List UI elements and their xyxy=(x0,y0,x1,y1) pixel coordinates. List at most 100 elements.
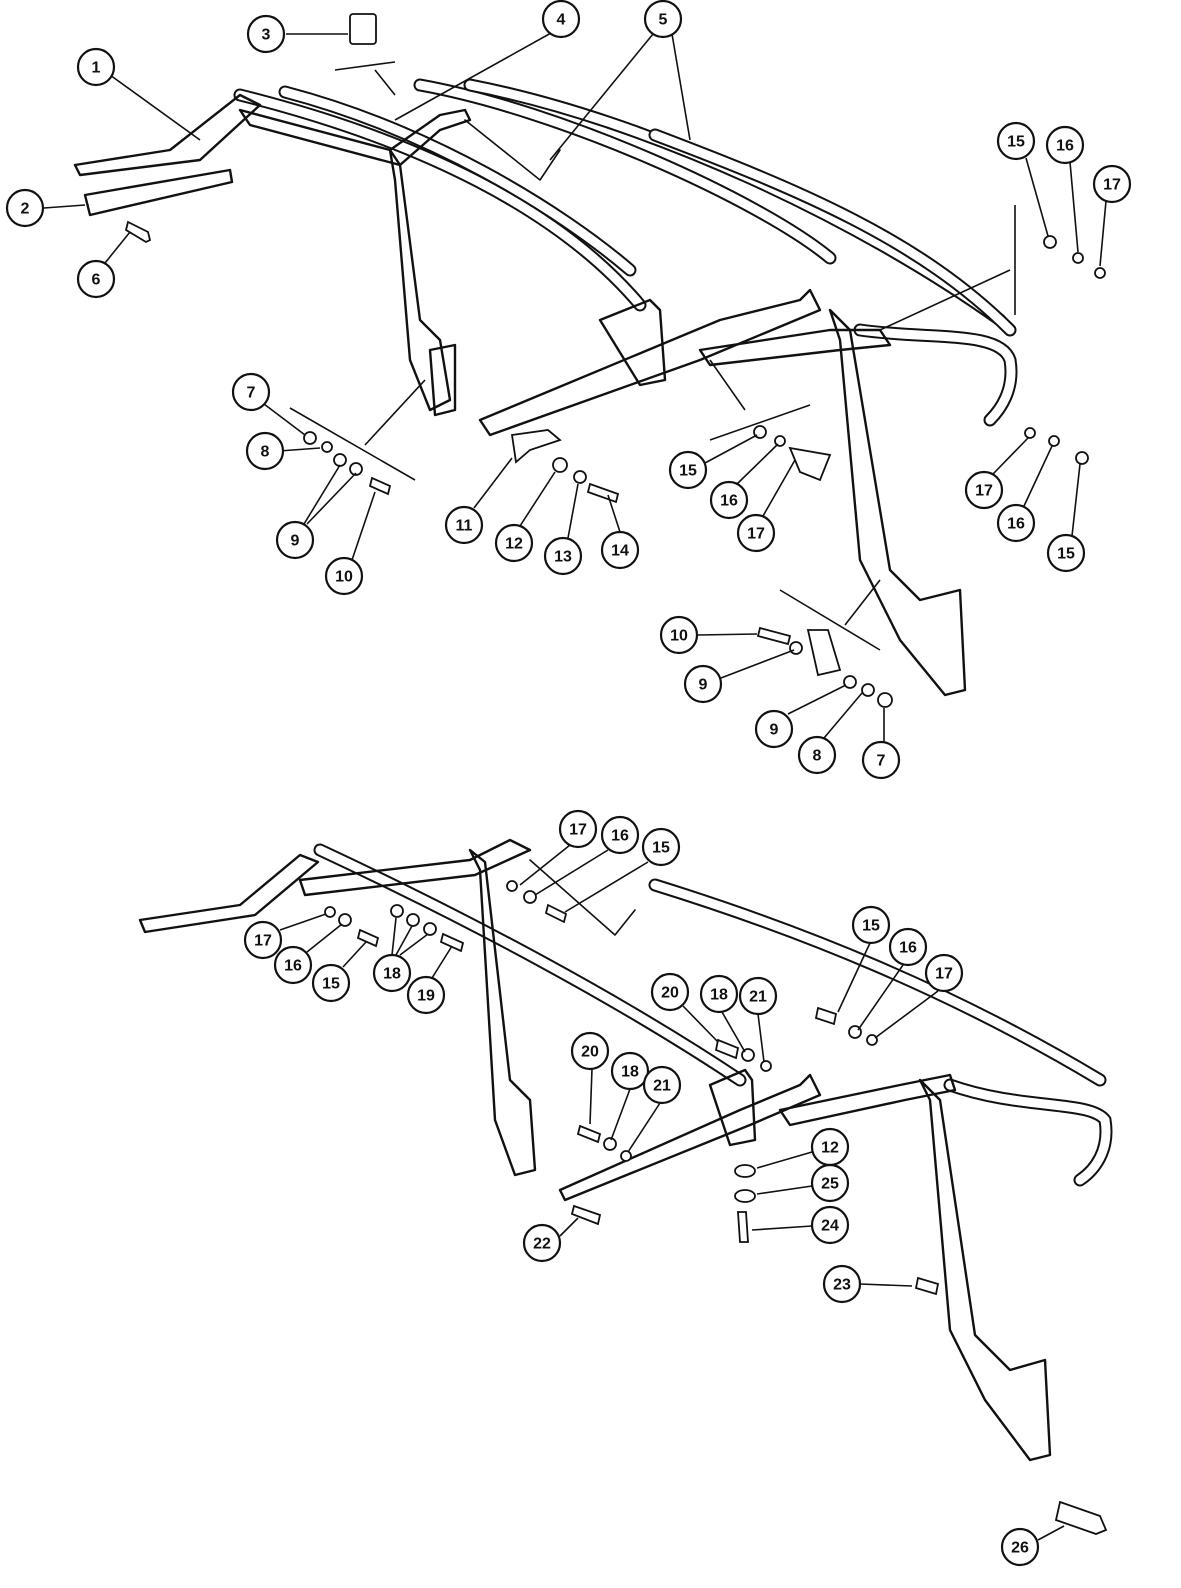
callout-number: 1 xyxy=(92,60,101,77)
callout-number: 17 xyxy=(747,526,765,543)
callout-circle xyxy=(444,505,484,545)
callout-7: 7 xyxy=(861,740,901,780)
callout-circle xyxy=(522,1223,562,1263)
part-17-clip xyxy=(506,880,518,892)
callout-17: 17 xyxy=(736,513,776,553)
callout-18: 18 xyxy=(610,1051,650,1091)
bottom-assembly xyxy=(138,838,1113,1541)
part-24-bolt xyxy=(737,1211,749,1243)
callout-5: 5 xyxy=(643,0,683,39)
top-assembly xyxy=(43,13,1107,742)
part-18-nut xyxy=(603,1137,617,1151)
part-10-bolt xyxy=(756,626,792,646)
callout-circle xyxy=(668,450,708,490)
callout-9: 9 xyxy=(275,520,315,560)
callout-circle xyxy=(699,974,739,1014)
callout-number: 12 xyxy=(505,536,523,553)
callout-17: 17 xyxy=(924,953,964,993)
callout-23: 23 xyxy=(822,1264,862,1304)
callout-circle xyxy=(543,536,583,576)
callout-16: 16 xyxy=(273,945,313,985)
callout-6: 6 xyxy=(76,259,116,299)
callout-number: 9 xyxy=(770,722,779,739)
callout-number: 15 xyxy=(1007,134,1025,151)
part-17-clip xyxy=(788,446,832,482)
left-main-pillar xyxy=(388,148,452,412)
callout-circle xyxy=(822,1264,862,1304)
callout-circle xyxy=(736,513,776,553)
callout-circle xyxy=(924,953,964,993)
callout-19: 19 xyxy=(406,975,446,1015)
part-10-plate xyxy=(806,629,842,677)
callout-16: 16 xyxy=(600,815,640,855)
part-7-nut xyxy=(877,692,893,708)
callout-21: 21 xyxy=(738,976,778,1016)
part-8-washer xyxy=(861,683,875,697)
left-upper-linkage xyxy=(238,108,472,167)
callout-22: 22 xyxy=(522,1223,562,1263)
part-11-bracket xyxy=(510,429,562,464)
lower-left-link-arm xyxy=(529,859,636,936)
callout-number: 18 xyxy=(710,987,728,1004)
part-9-washer xyxy=(843,675,857,689)
callout-15: 15 xyxy=(1046,533,1086,573)
lower-right-center-link xyxy=(778,1073,957,1127)
callout-16: 16 xyxy=(996,503,1036,543)
callout-circle xyxy=(76,47,116,87)
lower-right-front-bracket xyxy=(708,1068,757,1147)
callout-circle xyxy=(610,1051,650,1091)
callout-number: 12 xyxy=(821,1140,839,1157)
callout-24: 24 xyxy=(810,1205,850,1245)
callout-number: 17 xyxy=(935,966,953,983)
callout-circle xyxy=(643,0,683,39)
callout-15: 15 xyxy=(996,121,1036,161)
callout-10: 10 xyxy=(324,556,364,596)
callout-circle xyxy=(275,520,315,560)
callout-number: 9 xyxy=(699,677,708,694)
right-main-pillar xyxy=(828,308,967,697)
part-17-clip xyxy=(1024,427,1036,439)
part-9-washer xyxy=(789,641,803,655)
callout-number: 23 xyxy=(833,1277,851,1294)
part-18-nut xyxy=(423,922,437,936)
callout-number: 17 xyxy=(569,822,587,839)
lower-bow-tube-front xyxy=(315,845,745,1085)
callout-9: 9 xyxy=(754,709,794,749)
callout-number: 6 xyxy=(92,272,101,289)
callout-number: 2 xyxy=(21,201,30,218)
callout-circle xyxy=(245,431,285,471)
bow-tube-rear-outer xyxy=(650,130,1015,335)
callout-20: 20 xyxy=(570,1031,610,1071)
right-side-rail xyxy=(478,288,822,437)
callout-number: 13 xyxy=(554,549,572,566)
callout-number: 5 xyxy=(659,12,668,29)
callout-circle xyxy=(964,470,1004,510)
callout-number: 8 xyxy=(261,444,270,461)
part-16-washer xyxy=(1072,252,1084,264)
callout-12: 12 xyxy=(810,1127,850,1167)
callout-4: 4 xyxy=(541,0,581,39)
callout-circle xyxy=(406,975,446,1015)
callout-circle xyxy=(1046,533,1086,573)
part-15-bolt xyxy=(356,928,380,948)
callout-17: 17 xyxy=(1092,164,1132,204)
left-lower-rail xyxy=(83,168,234,217)
callout-number: 9 xyxy=(291,533,300,550)
callout-number: 4 xyxy=(557,12,566,29)
callout-circle xyxy=(810,1163,850,1203)
bow-tube-second xyxy=(280,87,635,275)
callout-8: 8 xyxy=(797,735,837,775)
lower-left-side-rail xyxy=(138,853,320,934)
callout-number: 25 xyxy=(821,1176,839,1193)
leader-bottom xyxy=(279,844,1065,1541)
callout-number: 10 xyxy=(670,628,688,645)
callout-circle xyxy=(797,735,837,775)
part-26-bolt xyxy=(1054,1500,1108,1535)
callout-number: 15 xyxy=(862,918,880,935)
part-18-nut xyxy=(390,904,404,918)
callout-circle xyxy=(650,972,690,1012)
callout-18: 18 xyxy=(699,974,739,1014)
callout-circle xyxy=(494,523,534,563)
callout-circle xyxy=(600,815,640,855)
